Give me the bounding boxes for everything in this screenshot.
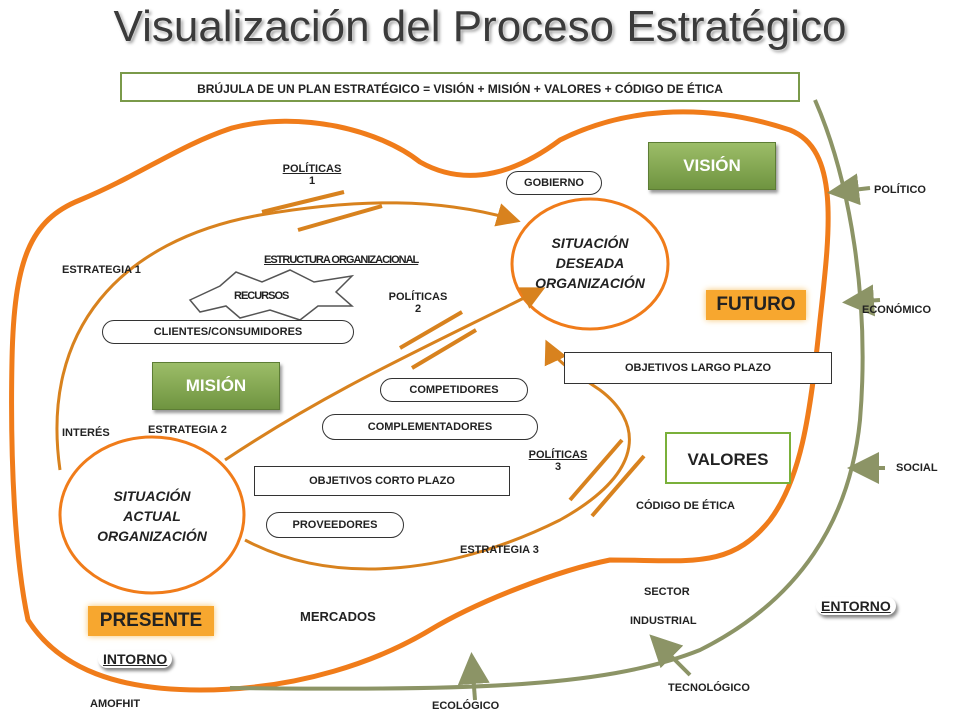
sector-line-2: INDUSTRIAL [630, 615, 697, 627]
objetivos-largo-box: OBJETIVOS LARGO PLAZO [564, 352, 832, 384]
interes-label: INTERÉS [62, 427, 110, 439]
estrategia-2-arrow [224, 287, 546, 462]
situacion-deseada-ellipse [510, 197, 670, 331]
politicas-1: POLÍTICAS 1 [282, 163, 342, 187]
competidores-pill: COMPETIDORES [380, 378, 528, 402]
valores-box: VALORES [665, 432, 791, 484]
estrategia-3-label: ESTRATEGIA 3 [460, 544, 539, 556]
organization-boundary [9, 109, 831, 693]
objetivos-corto-box: OBJETIVOS CORTO PLAZO [254, 466, 510, 496]
recursos-burst [188, 269, 355, 321]
arrow-politico [827, 173, 871, 206]
situacion-deseada-text: SITUACIÓN DESEADA ORGANIZACIÓN [535, 235, 645, 291]
estrategia-2-label: ESTRATEGIA 2 [148, 424, 227, 436]
politicas-3: POLÍTICAS 3 [528, 449, 588, 473]
proveedores-pill: PROVEEDORES [266, 512, 404, 538]
entorno-arrow-right [229, 99, 865, 691]
vision-button[interactable]: VISIÓN [648, 142, 776, 190]
social-label: SOCIAL [896, 462, 938, 474]
arrow-tecnologico [649, 634, 692, 677]
mision-button[interactable]: MISIÓN [152, 362, 280, 410]
politicas-2: POLÍTICAS 2 [388, 291, 448, 315]
clientes-pill: CLIENTES/CONSUMIDORES [102, 320, 354, 344]
page-title: Visualización del Proceso Estratégico [113, 2, 847, 51]
arrow-economico [842, 284, 881, 317]
amofhit-label: AMOFHIT [90, 698, 141, 710]
compass-banner: BRÚJULA DE UN PLAN ESTRATÉGICO = VISIÓN … [120, 72, 800, 102]
arrow-ecologico [457, 652, 490, 701]
gobierno-pill: GOBIERNO [506, 171, 602, 195]
presente-label: PRESENTE [88, 606, 214, 636]
intorno-label: INTORNO [98, 650, 173, 668]
tecnologico-label: TECNOLÓGICO [668, 682, 750, 694]
sector-line-1: SECTOR [644, 586, 690, 598]
estructura-organizacional: ESTRUCTURA ORGANIZACIONAL [264, 254, 419, 266]
codigo-etica-label: CÓDIGO DE ÉTICA [636, 500, 736, 512]
entorno-label: ENTORNO [816, 597, 896, 615]
situacion-actual-ellipse [58, 435, 246, 595]
ecologico-label: ECOLÓGICO [432, 700, 500, 712]
situacion-actual-text: SITUACIÓN ACTUAL ORGANIZACIÓN [97, 488, 207, 544]
complementadores-pill: COMPLEMENTADORES [322, 414, 538, 440]
estrategia-1-arrow [55, 201, 521, 471]
politico-label: POLÍTICO [874, 184, 926, 196]
recursos-label: RECURSOS [234, 290, 289, 302]
mercados-label: MERCADOS [300, 609, 376, 624]
economico-label: ECONÓMICO [862, 304, 932, 316]
futuro-label: FUTURO [706, 290, 806, 320]
estrategia-1-label: ESTRATEGIA 1 [62, 264, 141, 276]
